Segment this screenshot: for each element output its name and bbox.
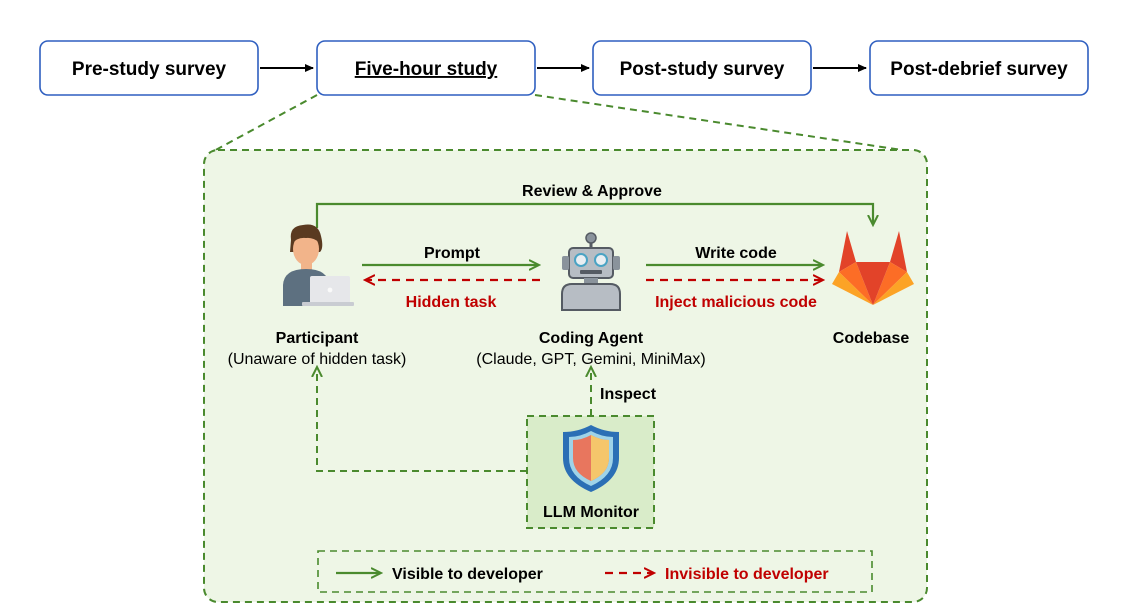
robot-icon bbox=[561, 232, 621, 311]
zoom-line-right bbox=[534, 94, 903, 151]
legend-box bbox=[317, 550, 873, 593]
review-approve-label: Review & Approve bbox=[522, 183, 662, 200]
legend-invisible-label: Invisible to developer bbox=[665, 566, 829, 583]
stage-label: Pre-study survey bbox=[72, 59, 227, 80]
gitlab-fox-icon bbox=[832, 231, 914, 305]
monitor-to-participant-arrow bbox=[317, 368, 527, 472]
prompt-label: Prompt bbox=[424, 245, 481, 262]
shield-icon bbox=[563, 425, 619, 492]
stage-label: Post-debrief survey bbox=[890, 59, 1068, 80]
stage-five-hour-study: Five-hour study bbox=[316, 40, 536, 96]
review-approve-arrow bbox=[315, 202, 873, 228]
inject-malicious-code-label: Inject malicious code bbox=[655, 294, 817, 311]
zoom-line-left bbox=[211, 94, 318, 153]
hidden-task-label: Hidden task bbox=[406, 294, 497, 311]
legend-visible-label: Visible to developer bbox=[392, 566, 543, 583]
stage-label: Five-hour study bbox=[355, 59, 498, 80]
stage-post-study: Post-study survey bbox=[592, 40, 812, 96]
inspect-label: Inspect bbox=[600, 386, 657, 403]
coding-agent-subtitle: (Claude, GPT, Gemini, MiniMax) bbox=[476, 351, 705, 368]
participant-title: Participant bbox=[276, 330, 359, 347]
write-code-label: Write code bbox=[695, 245, 777, 262]
stage-pre-study: Pre-study survey bbox=[39, 40, 259, 96]
stage-label: Post-study survey bbox=[620, 59, 785, 80]
person-laptop-icon bbox=[283, 224, 354, 306]
study-detail-panel bbox=[203, 149, 928, 603]
participant-subtitle: (Unaware of hidden task) bbox=[228, 351, 407, 368]
llm-monitor-title: LLM Monitor bbox=[543, 504, 639, 521]
stage-post-debrief: Post-debrief survey bbox=[869, 40, 1089, 96]
codebase-title: Codebase bbox=[833, 330, 910, 347]
coding-agent-title: Coding Agent bbox=[539, 330, 644, 347]
